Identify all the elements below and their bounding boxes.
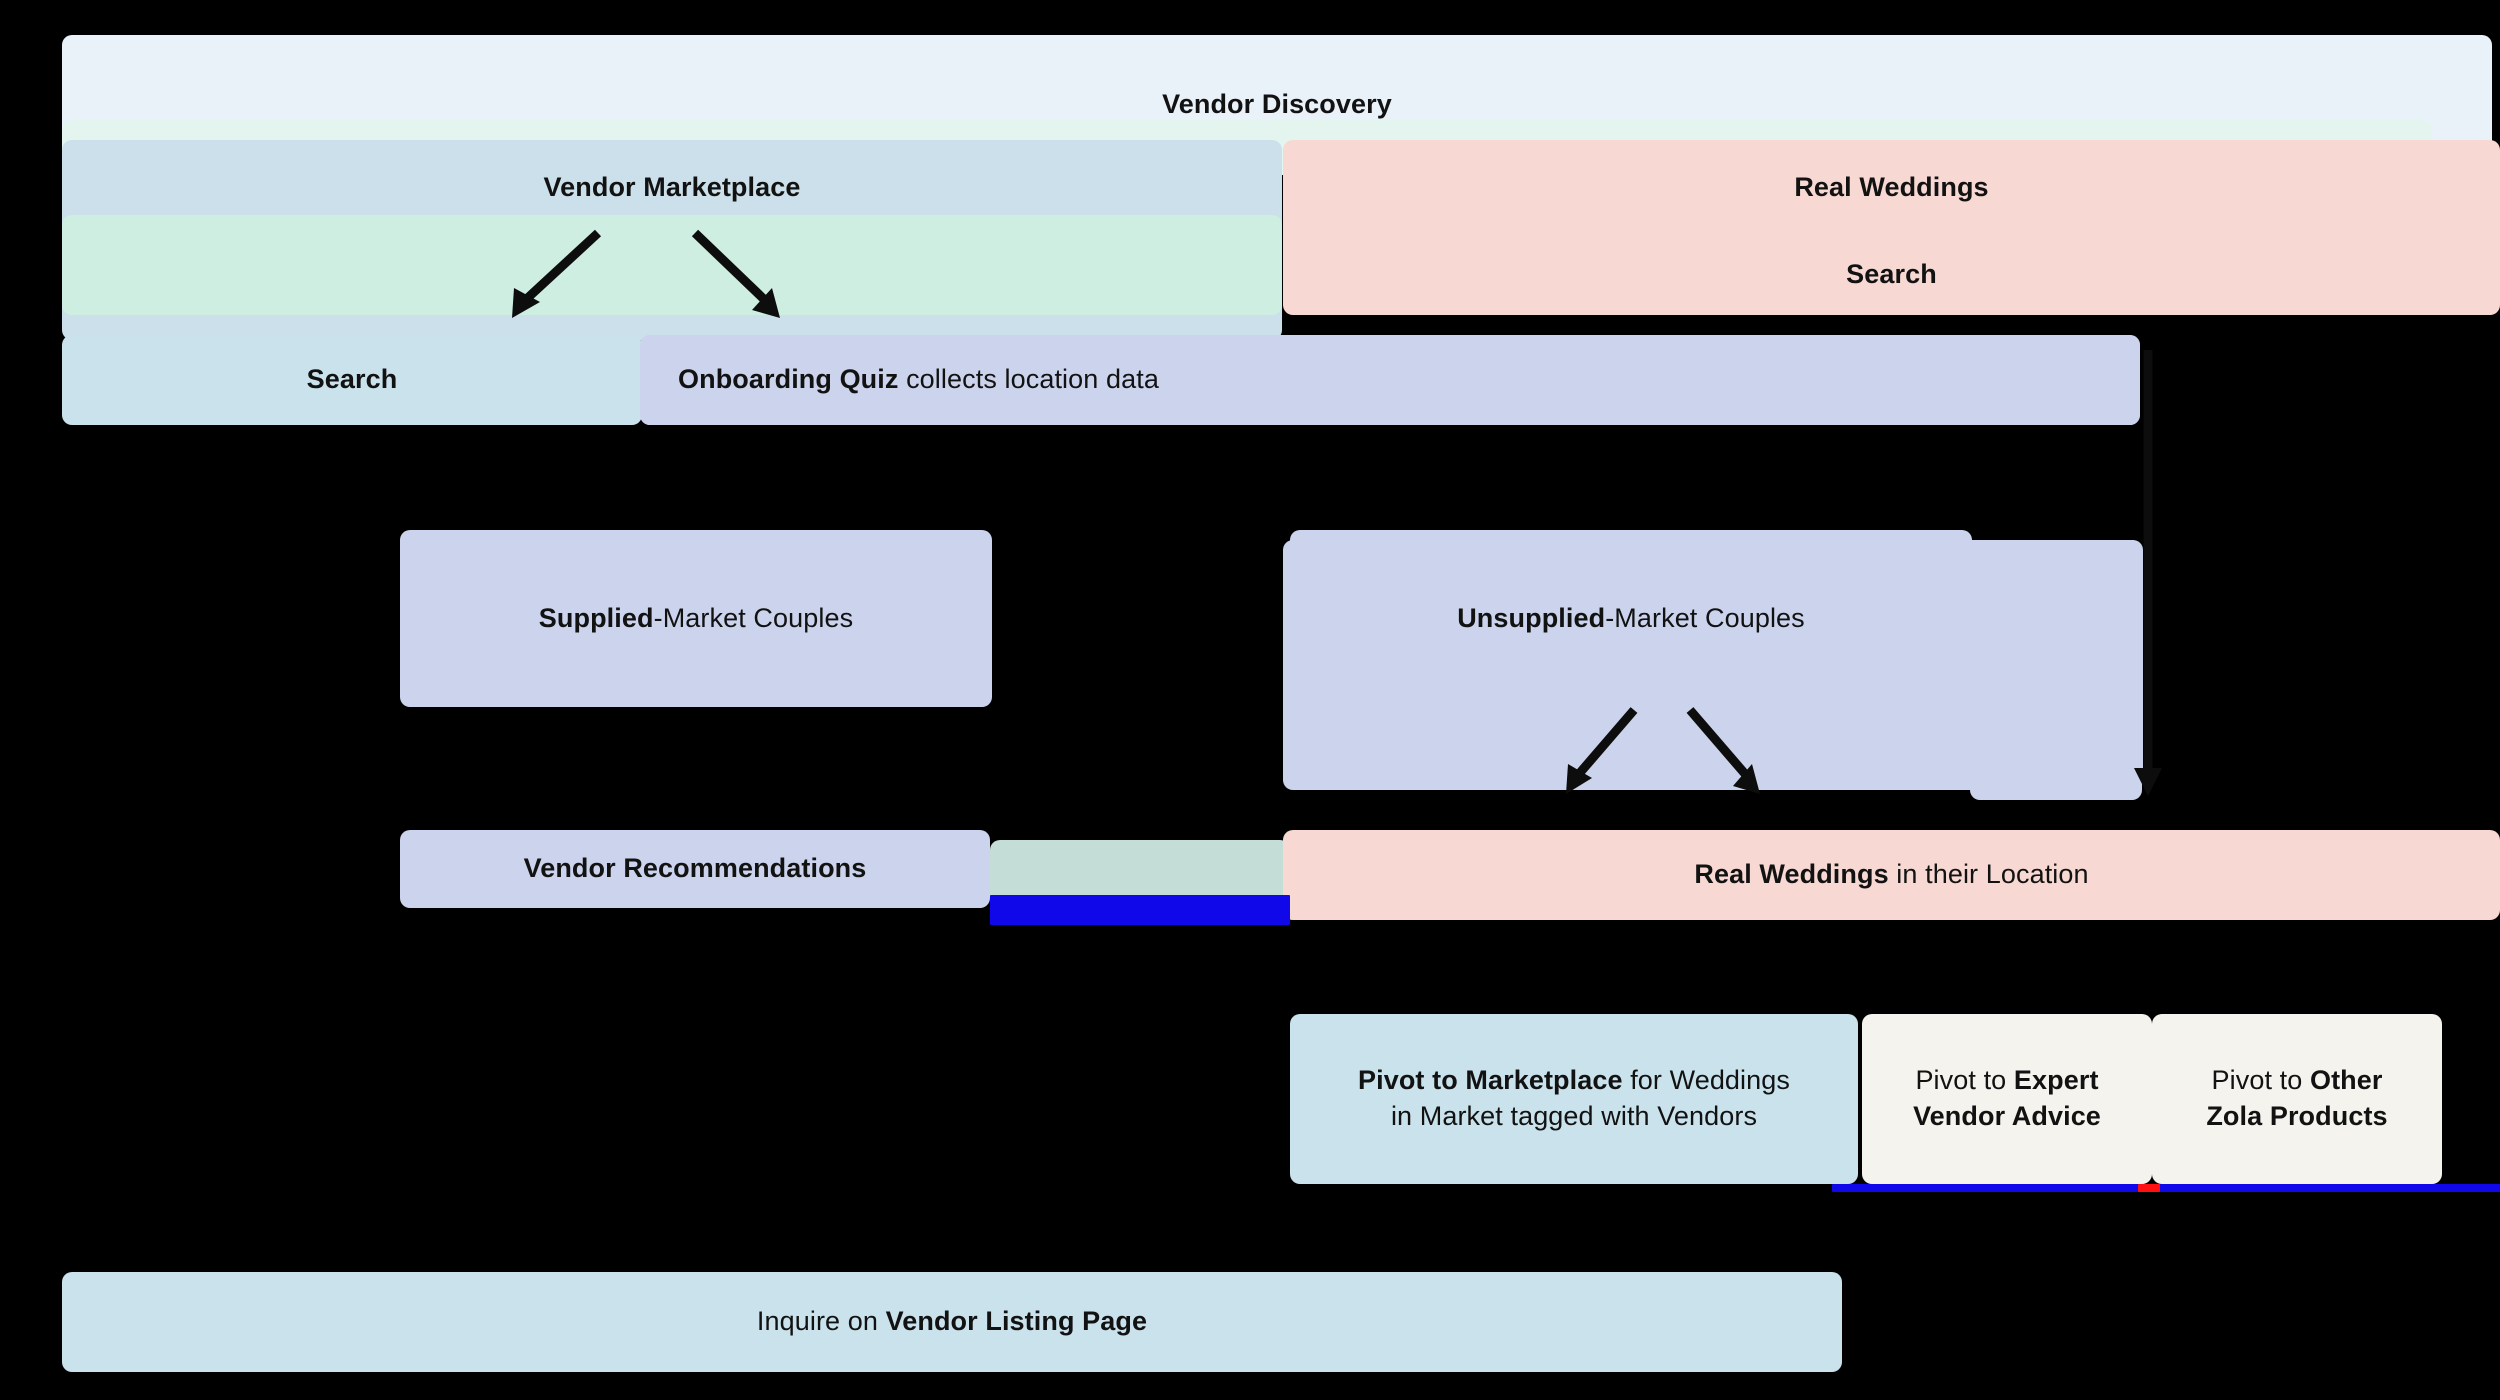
node-onboarding-quiz-label: Onboarding Quiz collects location data	[678, 362, 1159, 398]
node-unsupplied-market-couples-label-bold: Unsupplied	[1457, 602, 1606, 633]
node-onboarding-quiz-label-rest: collects location data	[898, 364, 1159, 395]
node-pivot-to-expert-line1-thin: Pivot to	[1915, 1065, 2014, 1096]
node-vendor-discovery[interactable]: Vendor Discovery	[62, 35, 2492, 175]
node-real-weddings[interactable]: Real Weddings	[1283, 140, 2500, 235]
node-supplied-market-couples-label-bold: Supplied	[538, 602, 654, 633]
node-onboarding-quiz[interactable]: Onboarding Quiz collects location data	[640, 335, 2140, 425]
node-pivot-to-other-zola-products-line2: Zola Products	[2206, 1101, 2388, 1131]
node-pivot-to-marketplace[interactable]: Pivot to Marketplace for Weddings in Mar…	[1290, 1014, 1858, 1184]
marker-blue-recs	[990, 895, 1290, 925]
node-unsupplied-market-couples-label: Unsupplied-Market Couples	[1457, 601, 1805, 637]
node-pivot-to-expert-vendor-advice[interactable]: Pivot to Expert Vendor Advice	[1862, 1014, 2152, 1184]
node-supplied-market-couples-label-rest: -Market Couples	[653, 602, 854, 633]
node-inquire-on-vendor-listing-page[interactable]: Inquire on Vendor Listing Page	[62, 1272, 1842, 1372]
node-pivot-to-zola-line1-thin: Pivot to	[2211, 1065, 2310, 1096]
node-vendor-recommendations[interactable]: Vendor Recommendations	[400, 830, 990, 908]
node-real-weddings-in-location-label-bold: Real Weddings	[1694, 859, 1889, 890]
marker-red-pivot-underline	[2138, 1184, 2160, 1192]
node-marketplace-search-label: Search	[306, 364, 398, 395]
node-pivot-to-marketplace-line2: in Market tagged with Vendors	[1390, 1101, 1758, 1131]
marker-blue-pivot-underline	[1832, 1184, 2500, 1192]
node-real-weddings-in-location[interactable]: Real Weddings in their Location	[1283, 830, 2500, 920]
node-inquire-on-vendor-listing-page-label: Inquire on Vendor Listing Page	[757, 1304, 1147, 1340]
node-pivot-to-marketplace-line1-bold: Pivot to Marketplace	[1358, 1065, 1623, 1096]
node-pivot-to-marketplace-line1: Pivot to Marketplace for Weddings	[1358, 1063, 1790, 1099]
band-realweddings-loc	[1283, 830, 2500, 920]
band-mint-mid	[62, 215, 1282, 315]
node-pivot-to-expert-vendor-advice-line1: Pivot to Expert	[1915, 1063, 2098, 1099]
band-realweddings-lower	[1283, 215, 2500, 315]
node-supplied-market-couples-label: Supplied-Market Couples	[539, 601, 853, 637]
node-vendor-marketplace[interactable]: Vendor Marketplace	[62, 140, 1282, 235]
node-pivot-to-zola-line1-bold: Other	[2309, 1065, 2383, 1096]
node-unsupplied-market-couples-label-rest: -Market Couples	[1605, 602, 1805, 633]
node-supplied-market-couples[interactable]: Supplied-Market Couples	[400, 530, 992, 707]
node-real-weddings-in-location-label: Real Weddings in their Location	[1694, 857, 2088, 893]
band-inquire	[62, 1272, 1842, 1372]
node-inquire-label-thin: Inquire on	[756, 1306, 886, 1337]
node-vendor-marketplace-label: Vendor Marketplace	[543, 171, 801, 202]
node-unsupplied-market-couples[interactable]: Unsupplied-Market Couples	[1290, 530, 1972, 707]
node-inquire-label-bold: Vendor Listing Page	[885, 1306, 1148, 1337]
node-pivot-to-other-zola-products-line1: Pivot to Other	[2212, 1063, 2383, 1099]
node-marketplace-search[interactable]: Search	[62, 335, 642, 425]
node-vendor-recommendations-label: Vendor Recommendations	[523, 853, 867, 884]
node-pivot-to-other-zola-products[interactable]: Pivot to Other Zola Products	[2152, 1014, 2442, 1184]
node-real-weddings-in-location-label-rest: in their Location	[1888, 859, 2089, 890]
node-real-weddings-label: Real Weddings	[1794, 171, 1989, 202]
node-vendor-discovery-label: Vendor Discovery	[1162, 89, 1392, 120]
node-onboarding-quiz-label-bold: Onboarding Quiz	[678, 364, 899, 395]
node-real-weddings-search[interactable]: Search	[1283, 235, 2500, 315]
node-pivot-to-expert-vendor-advice-line2: Vendor Advice	[1913, 1101, 2101, 1131]
node-real-weddings-search-label: Search	[1846, 259, 1937, 290]
node-pivot-to-marketplace-line1-rest: for Weddings	[1622, 1065, 1790, 1096]
node-pivot-to-expert-line1-bold: Expert	[2013, 1065, 2099, 1096]
